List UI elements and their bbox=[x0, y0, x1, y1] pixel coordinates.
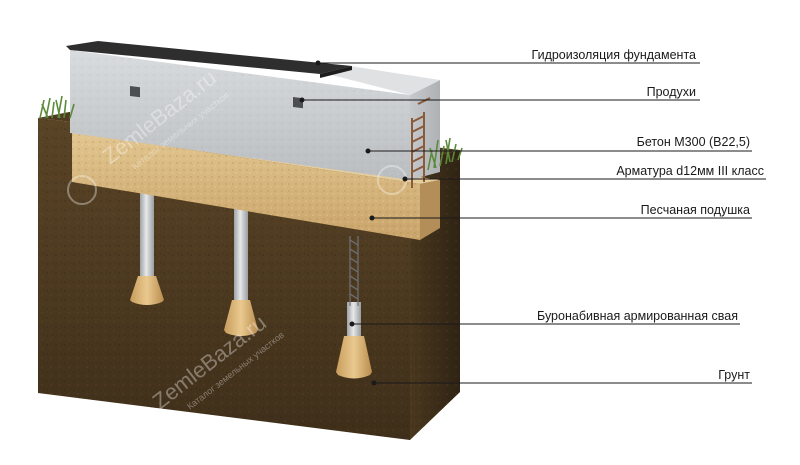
pile-right bbox=[336, 236, 372, 379]
marker-vents bbox=[299, 97, 305, 103]
rebar-cage bbox=[411, 97, 431, 188]
label-soil: Грунт bbox=[718, 368, 750, 382]
sand-side bbox=[420, 180, 440, 240]
pile-left bbox=[130, 190, 164, 305]
marker-waterproofing bbox=[315, 60, 321, 66]
label-pile: Буронабивная армированная свая bbox=[537, 309, 738, 323]
leader-lines bbox=[302, 62, 766, 384]
concrete-top bbox=[320, 66, 440, 95]
pile-bell bbox=[130, 276, 164, 305]
leader-markers bbox=[299, 60, 408, 386]
marker-sand bbox=[369, 215, 375, 221]
marker-pile bbox=[349, 321, 355, 327]
label-waterproofing: Гидроизоляция фундамента bbox=[532, 48, 697, 62]
waterproofing-layer bbox=[66, 41, 352, 74]
sand-front-texture bbox=[72, 132, 420, 240]
marker-soil bbox=[371, 380, 377, 386]
label-concrete: Бетон М300 (В22,5) bbox=[637, 135, 750, 149]
pile-bell bbox=[224, 300, 258, 336]
grass-left bbox=[39, 95, 75, 119]
marker-rebar bbox=[402, 176, 408, 182]
vent-opening bbox=[130, 85, 140, 98]
pile-rebar-cage bbox=[349, 236, 359, 306]
label-rebar: Арматура d12мм III класс bbox=[616, 164, 764, 178]
label-vents: Продухи bbox=[647, 85, 696, 99]
marker-concrete bbox=[365, 148, 371, 154]
pile-shaft bbox=[347, 302, 361, 342]
label-sand-cushion: Песчаная подушка bbox=[641, 203, 750, 217]
watermark-logo-left bbox=[67, 175, 97, 205]
pile-shaft bbox=[140, 190, 154, 280]
pile-middle bbox=[224, 205, 258, 336]
waterproofing-edge bbox=[320, 66, 352, 78]
concrete-front-texture bbox=[70, 50, 410, 180]
pile-bell bbox=[336, 336, 372, 379]
pile-shaft bbox=[234, 205, 248, 305]
